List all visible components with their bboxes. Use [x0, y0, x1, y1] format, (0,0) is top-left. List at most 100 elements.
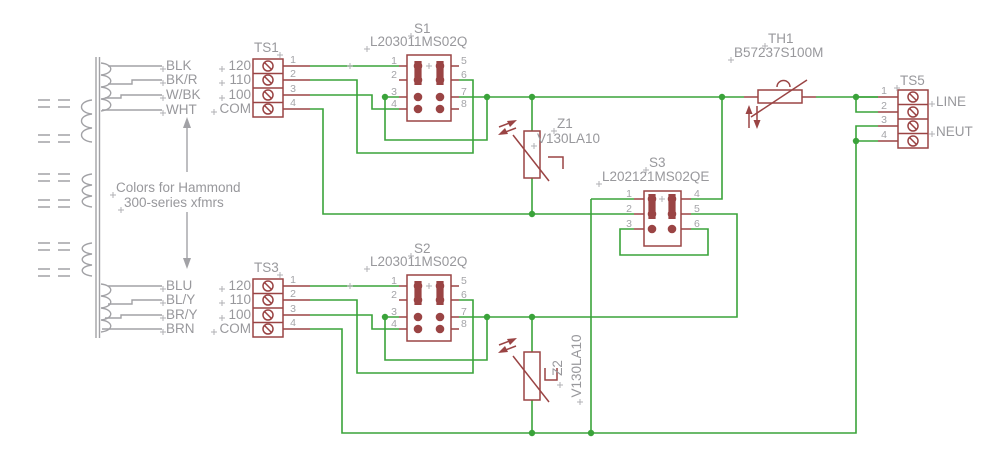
- junction-dot: [718, 93, 726, 101]
- screw-terminal-icon: [262, 60, 274, 115]
- wire-color-label: BK/R: [166, 72, 198, 87]
- s2-pin-number: 5: [461, 275, 467, 287]
- s1-pin-number: 7: [461, 86, 467, 98]
- ts3-pin-number: 3: [290, 303, 296, 315]
- secondary-coil-bottom: [100, 283, 112, 333]
- junction-dot: [483, 313, 491, 321]
- s2-name: S2: [414, 241, 431, 256]
- varistor-hook: [548, 156, 564, 169]
- junction-dot: [528, 93, 536, 101]
- ts3-tap-label: COM: [220, 321, 252, 336]
- varistor-arrow: [512, 134, 550, 182]
- th1-name: TH1: [768, 31, 794, 46]
- wire-color-label: W/BK: [166, 87, 201, 102]
- s2-pin-number: 8: [461, 318, 467, 330]
- terminal-block-ts3: TS3 120 110 100 COM 1 2 3 4: [210, 260, 310, 338]
- ts3-tap-label: 120: [228, 278, 251, 293]
- s3-name: S3: [649, 155, 666, 170]
- s1-value: L203011MS02Q: [370, 34, 467, 49]
- switch-contact-bar: [436, 61, 444, 85]
- thermistor-hook: [776, 79, 791, 88]
- s1-pin-number: 8: [461, 98, 467, 110]
- z1-value: V130LA10: [537, 131, 600, 146]
- switch-contact-bar: [414, 61, 422, 85]
- z1-name: Z1: [557, 116, 573, 131]
- transformer: BLK BK/R W/BK WHT BLU BL/Y BR/Y BRN Colo…: [38, 57, 241, 338]
- net-wires: [310, 62, 878, 434]
- switch-s3: S3 L202121MS02QE 1 2 3 4 5 6: [595, 155, 709, 247]
- ts5-pin-number: 3: [881, 114, 887, 126]
- s1-pin-number: 5: [461, 55, 467, 67]
- varistor-z2: Z2 V130LA10: [498, 334, 584, 406]
- terminal-block-ts5: TS5 1 2 3 4 LINE NEUT: [878, 73, 973, 149]
- junction-dot: [852, 137, 860, 145]
- ts3-tap-label: 100: [228, 307, 251, 322]
- s2-value: L203011MS02Q: [370, 254, 467, 269]
- ts1-pin-number: 1: [290, 54, 296, 66]
- s1-pin-number: 2: [391, 69, 397, 81]
- s2-pin-number: 4: [391, 318, 397, 330]
- thermistor-diagonal: [750, 79, 808, 118]
- junction-dot: [852, 93, 860, 101]
- primary-coil-2: [81, 173, 93, 208]
- ts1-pin-number: 4: [290, 97, 296, 109]
- s3-pin-number: 2: [626, 203, 632, 215]
- z2-value: V130LA10: [569, 334, 584, 397]
- note-line-2: 300-series xfmrs: [124, 195, 224, 210]
- switch-contact-bar: [414, 281, 422, 305]
- varistor-z1: Z1 V130LA10: [498, 116, 600, 182]
- thermistor-th1: TH1 B57237S100M: [727, 31, 823, 129]
- junction-dot: [483, 93, 491, 101]
- junction-dot: [587, 429, 595, 437]
- screw-terminal-icon: [907, 91, 919, 147]
- ts1-pin-number: 2: [290, 68, 296, 80]
- ts5-pin-number: 2: [881, 100, 887, 112]
- ts5-name: TS5: [900, 73, 925, 88]
- s3-pin-number: 3: [626, 218, 632, 230]
- note-line-1: Colors for Hammond: [116, 180, 241, 195]
- switch-s1: S1 L203011MS02Q 1 2 3 4 5 6 7 8: [363, 21, 467, 122]
- switch-contact-bar: [648, 194, 656, 219]
- s2-pin-number: 6: [461, 289, 467, 301]
- ts5-pin-number: 4: [881, 129, 887, 141]
- junction-dot: [528, 313, 536, 321]
- net-label-line: LINE: [936, 94, 966, 109]
- ts3-tap-label: 110: [229, 292, 251, 307]
- net-label-neut: NEUT: [936, 124, 973, 139]
- wire-color-label: BLK: [166, 58, 192, 73]
- s3-pin-number: 1: [626, 188, 632, 200]
- temp-arrows-icon: [745, 105, 761, 129]
- terminal-block-ts1: TS1 120 110 100 COM 1 2 3 4: [210, 40, 310, 118]
- ts3-name: TS3: [254, 260, 279, 275]
- ts1-tap-label: 120: [228, 58, 251, 73]
- ts5-pin-number: 1: [881, 85, 887, 97]
- ts1-tap-label: COM: [220, 101, 252, 116]
- surge-arrows-icon: [498, 338, 517, 353]
- switch-s2: S2 L203011MS02Q 1 2 3 4 5 6 7 8: [363, 241, 467, 342]
- wire-color-label: BLU: [166, 278, 192, 293]
- s3-pin-number: 5: [694, 203, 700, 215]
- wire-color-label: BL/Y: [166, 292, 195, 307]
- s2-pin-number: 1: [391, 275, 397, 287]
- junction-dot: [381, 93, 389, 101]
- s1-name: S1: [414, 21, 431, 36]
- s2-pin-number: 2: [391, 289, 397, 301]
- ts3-pin-number: 4: [290, 317, 296, 329]
- primary-coil-1: [80, 99, 93, 143]
- switch-contact-bar: [668, 194, 676, 219]
- th1-value: B57237S100M: [734, 45, 823, 60]
- junction-dot: [381, 313, 389, 321]
- s1-pin-number: 3: [391, 86, 397, 98]
- ts1-tap-label: 100: [228, 87, 251, 102]
- note-arrow: [183, 117, 191, 269]
- wire-color-label: BR/Y: [166, 307, 198, 322]
- primary-coil-3: [81, 242, 93, 277]
- junction-dots: [381, 93, 860, 437]
- s3-pin-number: 6: [694, 218, 700, 230]
- secondary-coil-top: [100, 62, 112, 112]
- ts3-pin-number: 2: [290, 288, 296, 300]
- varistor-arrow: [512, 355, 550, 403]
- varistor-hook: [544, 368, 558, 381]
